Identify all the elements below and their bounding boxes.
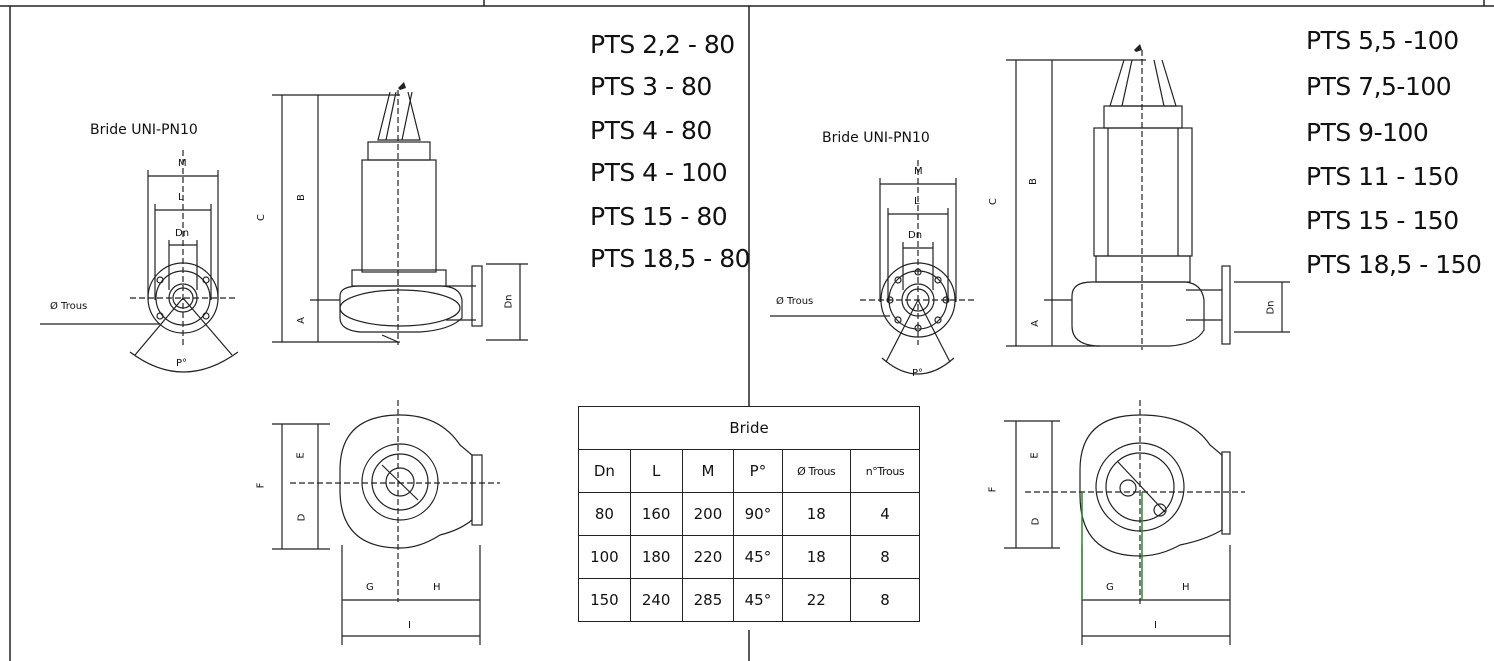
- header-dn: Dn: [578, 449, 631, 493]
- right-model-3: PTS 9-100: [1306, 118, 1429, 147]
- left-dim-dn: Dn: [175, 228, 190, 239]
- cell: 160: [629, 492, 683, 536]
- left-angle-p: P°: [176, 358, 188, 369]
- bride-table-title-row: Bride: [578, 406, 920, 450]
- cell: 4: [849, 492, 921, 536]
- right-trous-label: Ø Trous: [776, 296, 814, 307]
- table-row: 150 240 285 45° 22 8: [578, 578, 921, 622]
- left-dim-i: I: [408, 620, 411, 631]
- left-pump-top-view: [272, 400, 500, 645]
- right-model-4: PTS 11 - 150: [1306, 162, 1459, 191]
- right-model-1: PTS 5,5 -100: [1306, 26, 1459, 55]
- header-trous: Ø Trous: [781, 449, 851, 493]
- bride-table: Bride Dn L M P° Ø Trous n°Trous 80 160 2…: [578, 406, 921, 622]
- left-dim-f: F: [255, 482, 267, 489]
- cell: 285: [681, 578, 735, 622]
- left-dim-h: H: [433, 582, 441, 593]
- header-l: L: [629, 449, 683, 493]
- right-angle-p: P°: [912, 368, 924, 379]
- right-dim-m: M: [914, 166, 923, 177]
- right-dim-d: D: [1030, 517, 1042, 526]
- left-dim-c: C: [255, 214, 267, 221]
- left-flange-title: Bride UNI-PN10: [90, 122, 198, 138]
- right-dim-dn-side: Dn: [1265, 300, 1277, 315]
- right-dim-g: G: [1106, 582, 1114, 593]
- cell: 45°: [733, 578, 783, 622]
- left-flange-front-view: [40, 150, 239, 373]
- left-model-1: PTS 2,2 - 80: [590, 30, 735, 59]
- cell: 100: [578, 535, 631, 579]
- cell: 220: [681, 535, 735, 579]
- right-flange-title: Bride UNI-PN10: [822, 130, 930, 146]
- right-model-6: PTS 18,5 - 150: [1306, 250, 1482, 279]
- left-dim-m: M: [178, 158, 187, 169]
- header-m: M: [681, 449, 735, 493]
- right-pump-side-view: [1006, 50, 1290, 350]
- right-dim-a: A: [1029, 320, 1041, 327]
- right-dim-i: I: [1154, 620, 1157, 631]
- right-dim-c: C: [987, 198, 999, 205]
- cell: 18: [781, 535, 851, 579]
- right-dim-f: F: [987, 486, 999, 493]
- header-n-trous: n°Trous: [849, 449, 921, 493]
- table-row: 100 180 220 45° 18 8: [578, 535, 921, 579]
- left-dim-b: B: [295, 194, 307, 201]
- cell: 200: [681, 492, 735, 536]
- bride-table-header-row: Dn L M P° Ø Trous n°Trous: [578, 449, 921, 493]
- left-dim-g: G: [366, 582, 374, 593]
- cell: 8: [849, 535, 921, 579]
- right-dim-h: H: [1182, 582, 1190, 593]
- left-dim-d: D: [296, 513, 308, 522]
- right-flange-front-view: [770, 160, 975, 375]
- left-trous-label: Ø Trous: [50, 301, 88, 312]
- right-model-2: PTS 7,5-100: [1306, 72, 1452, 101]
- right-dim-l: L: [914, 196, 920, 207]
- right-dim-dn: Dn: [908, 230, 923, 241]
- left-dim-l: L: [178, 192, 184, 203]
- cell: 80: [578, 492, 631, 536]
- header-p: P°: [733, 449, 783, 493]
- cell: 8: [849, 578, 921, 622]
- cell: 18: [781, 492, 851, 536]
- left-model-3: PTS 4 - 80: [590, 116, 712, 145]
- cell: 180: [629, 535, 683, 579]
- bride-table-title: Bride: [578, 406, 920, 450]
- right-dim-b: B: [1027, 178, 1039, 185]
- cell: 90°: [733, 492, 783, 536]
- right-model-5: PTS 15 - 150: [1306, 206, 1459, 235]
- left-model-5: PTS 15 - 80: [590, 202, 728, 231]
- left-model-4: PTS 4 - 100: [590, 158, 728, 187]
- left-dim-dn-side: Dn: [503, 294, 515, 309]
- left-pump-side-view: [272, 90, 528, 345]
- left-dim-e: E: [295, 452, 307, 459]
- table-row: 80 160 200 90° 18 4: [578, 492, 921, 536]
- cell: 240: [629, 578, 683, 622]
- right-dim-e: E: [1029, 452, 1041, 459]
- cell: 150: [578, 578, 631, 622]
- cell: 45°: [733, 535, 783, 579]
- cell: 22: [781, 578, 851, 622]
- left-model-2: PTS 3 - 80: [590, 72, 712, 101]
- left-model-6: PTS 18,5 - 80: [590, 244, 751, 273]
- left-dim-a: A: [295, 317, 307, 324]
